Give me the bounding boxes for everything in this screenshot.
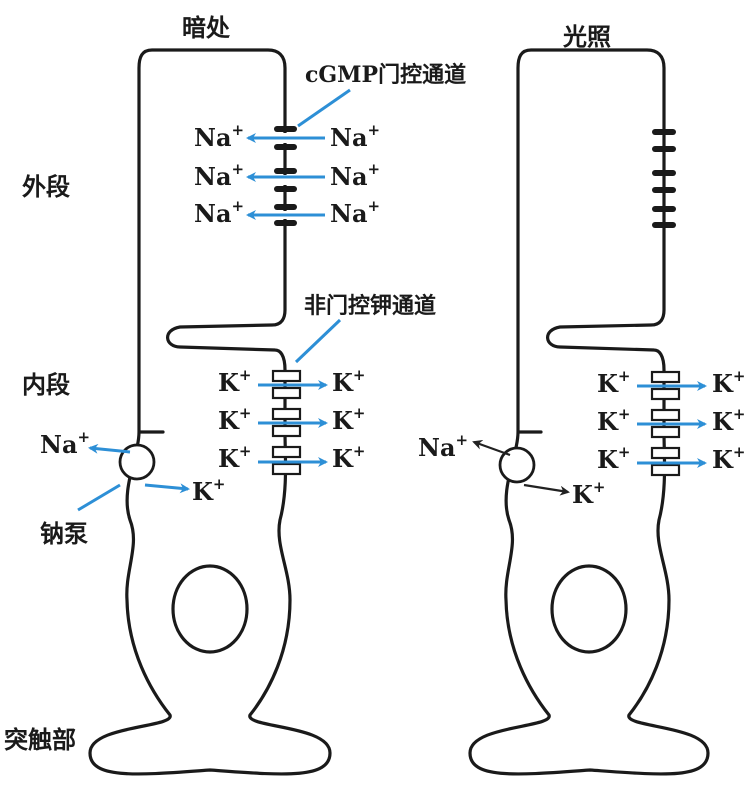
pump-na-out-arrow-icon bbox=[472, 440, 511, 457]
dark-na-influx-arrows bbox=[246, 133, 325, 220]
k-leak-channel bbox=[271, 424, 302, 438]
k-leak-channel bbox=[271, 445, 302, 459]
k-leak-channel-label: 非门控钾通道 bbox=[304, 293, 436, 319]
dark-k-channels bbox=[271, 369, 302, 476]
dark-cgmp-channels bbox=[274, 126, 297, 226]
k-label: K+ bbox=[218, 366, 251, 397]
cgmp-channel bbox=[652, 170, 676, 176]
cgmp-channel bbox=[652, 206, 676, 212]
cgmp-channel bbox=[274, 126, 297, 132]
k-label: K+ bbox=[597, 443, 630, 474]
pump-na-out-arrow-icon bbox=[88, 443, 131, 454]
light-cell-membrane bbox=[468, 48, 710, 776]
pump-k-label: K+ bbox=[192, 475, 225, 506]
light-k-channels bbox=[650, 370, 681, 477]
k-leak-channel bbox=[650, 446, 681, 460]
k-label: K+ bbox=[712, 405, 745, 436]
k-label: K+ bbox=[332, 442, 365, 473]
k-leak-channel bbox=[271, 369, 302, 383]
pump-k-in-arrow-icon bbox=[523, 483, 570, 496]
k-label: K+ bbox=[332, 366, 365, 397]
cgmp-callout-line bbox=[297, 88, 351, 128]
k-leak-channel bbox=[271, 407, 302, 421]
sodium-pump-circle-icon bbox=[118, 443, 156, 481]
cgmp-channel bbox=[652, 222, 676, 228]
outer-segment-label: 外段 bbox=[22, 173, 70, 201]
sodium-pump-label: 钠泵 bbox=[40, 520, 88, 548]
k-label: K+ bbox=[218, 442, 251, 473]
k-leak-channel bbox=[650, 425, 681, 439]
sodium-pump-circle-icon bbox=[498, 446, 536, 484]
na-label: Na+ bbox=[330, 197, 380, 228]
k-leak-channel bbox=[650, 387, 681, 401]
light-cell-nucleus bbox=[550, 564, 628, 654]
inner-segment-label: 内段 bbox=[22, 371, 70, 399]
k-leak-channel bbox=[650, 370, 681, 384]
synaptic-terminal-label: 突触部 bbox=[4, 726, 76, 754]
cgmp-channel-label: cGMP门控通道 bbox=[305, 62, 466, 88]
k-leak-channel bbox=[271, 386, 302, 400]
k-label: K+ bbox=[712, 443, 745, 474]
k-label: K+ bbox=[218, 404, 251, 435]
k-leak-channel bbox=[271, 462, 302, 476]
na-label: Na+ bbox=[330, 160, 380, 191]
pump-na-label: Na+ bbox=[418, 431, 468, 462]
pump-k-label: K+ bbox=[572, 478, 605, 509]
light-panel-title: 光照 bbox=[562, 23, 611, 51]
light-k-efflux-arrows bbox=[637, 381, 707, 468]
k-leak-callout-line bbox=[294, 318, 342, 364]
cgmp-channel bbox=[274, 144, 297, 150]
dark-panel-title: 暗处 bbox=[182, 14, 230, 42]
dark-cell-nucleus bbox=[171, 564, 249, 654]
k-leak-channel bbox=[650, 463, 681, 477]
dark-k-efflux-arrows bbox=[258, 380, 328, 467]
cgmp-channel bbox=[274, 186, 297, 192]
cgmp-channel bbox=[652, 187, 676, 193]
dark-cell-membrane bbox=[88, 48, 332, 776]
na-label: Na+ bbox=[330, 121, 380, 152]
na-label: Na+ bbox=[194, 121, 244, 152]
pump-callout-line bbox=[77, 483, 121, 512]
k-label: K+ bbox=[332, 404, 365, 435]
na-label: Na+ bbox=[194, 160, 244, 191]
pump-na-label: Na+ bbox=[40, 428, 90, 459]
cgmp-channel bbox=[274, 168, 297, 174]
k-label: K+ bbox=[597, 367, 630, 398]
light-cgmp-channels bbox=[652, 129, 676, 228]
k-label: K+ bbox=[597, 405, 630, 436]
cgmp-channel bbox=[274, 220, 297, 226]
k-label: K+ bbox=[712, 367, 745, 398]
cgmp-channel bbox=[652, 146, 676, 152]
k-leak-channel bbox=[650, 408, 681, 422]
cgmp-channel bbox=[652, 129, 676, 135]
na-label: Na+ bbox=[194, 197, 244, 228]
pump-k-in-arrow-icon bbox=[144, 483, 190, 494]
cgmp-channel bbox=[274, 204, 297, 210]
